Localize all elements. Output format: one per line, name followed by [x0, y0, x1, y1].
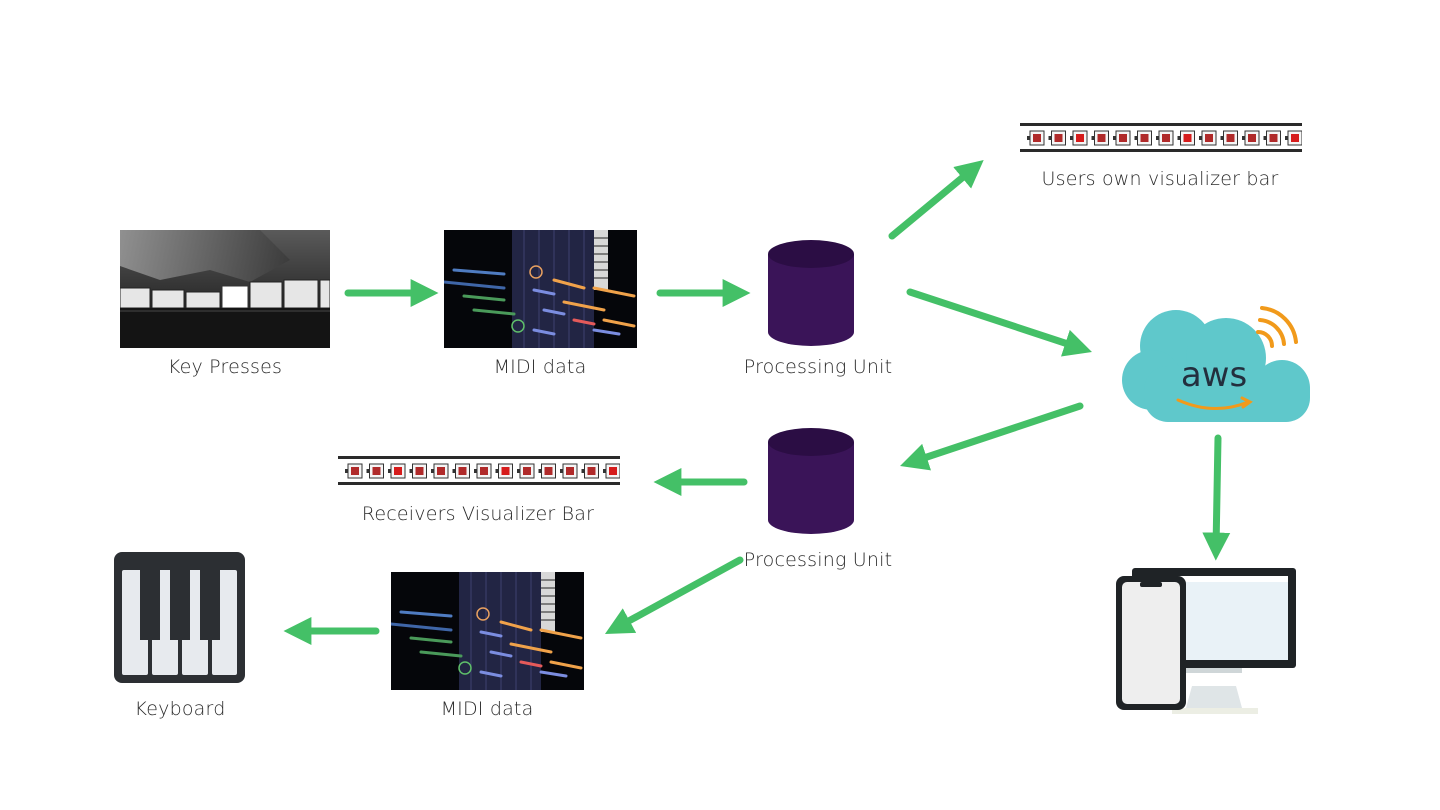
- led-pad: [452, 469, 456, 473]
- key-presses-label: Key Presses: [167, 356, 283, 378]
- led-pad: [1285, 136, 1288, 140]
- led-chip: [1097, 134, 1106, 142]
- key-presses-image: [120, 230, 330, 348]
- led-pad: [409, 469, 413, 473]
- led-pad: [1048, 136, 1052, 140]
- led-chip: [372, 467, 381, 475]
- database-icon: [768, 240, 854, 346]
- led-chip: [544, 467, 553, 475]
- arrow-processing-to-users-bar: [888, 159, 984, 240]
- led-pad: [1263, 136, 1267, 140]
- led-chip: [394, 467, 402, 475]
- arrow-aws-to-processing: [900, 402, 1084, 471]
- led-pad: [1199, 136, 1202, 140]
- arrow-aws-to-devices: [1202, 434, 1231, 561]
- midi-data-image-bottom: [391, 572, 584, 690]
- users-bar-label: Users own visualizer bar: [1041, 168, 1279, 190]
- led-chip: [351, 467, 359, 475]
- led-pad: [366, 469, 370, 473]
- led-chip: [1162, 134, 1170, 142]
- led-pad: [517, 469, 520, 473]
- led-chip: [1033, 134, 1041, 142]
- processing-unit-label-bottom: Processing Unit: [743, 549, 893, 571]
- keyboard-label: Keyboard: [134, 698, 226, 720]
- led-chip: [437, 467, 445, 475]
- led-chip: [501, 467, 510, 475]
- led-chip: [1269, 134, 1278, 142]
- led-pad: [581, 469, 585, 473]
- database-icon: [768, 428, 854, 534]
- led-chip: [566, 467, 574, 475]
- processing-unit-label-top: Processing Unit: [743, 356, 893, 378]
- led-chip: [480, 467, 488, 475]
- led-chip: [587, 467, 596, 475]
- led-pad: [1134, 136, 1138, 140]
- arrow-processing-to-midi-bottom: [604, 556, 744, 635]
- led-pad: [538, 469, 542, 473]
- aws-logo-text: aws: [1181, 355, 1247, 395]
- aws-cloud-icon: aws: [1122, 306, 1312, 424]
- led-pad: [560, 469, 563, 473]
- phone-monitor-icon: [1116, 566, 1298, 716]
- led-chip: [1183, 134, 1192, 142]
- arrow-processing-to-aws: [906, 288, 1092, 357]
- led-pad: [1070, 136, 1073, 140]
- led-pad: [431, 469, 434, 473]
- led-chip: [1119, 134, 1127, 142]
- led-strip-users: [1020, 123, 1302, 152]
- led-chip: [1226, 134, 1235, 142]
- piano-keyboard-icon: [114, 552, 245, 683]
- midi-data-image-top: [444, 230, 637, 348]
- led-chip: [1076, 134, 1084, 142]
- led-pad: [1242, 136, 1245, 140]
- led-pad: [474, 469, 477, 473]
- led-chip: [458, 467, 467, 475]
- led-chip: [1248, 134, 1256, 142]
- led-chip: [1140, 134, 1149, 142]
- midi-data-label-top: MIDI data: [493, 356, 587, 378]
- led-pad: [388, 469, 391, 473]
- led-pad: [1027, 136, 1030, 140]
- led-chip: [1054, 134, 1063, 142]
- receivers-bar-label: Receivers Visualizer Bar: [361, 503, 595, 525]
- led-pad: [345, 469, 348, 473]
- led-pad: [1220, 136, 1224, 140]
- led-strip-receivers: [338, 456, 620, 485]
- led-pad: [1091, 136, 1095, 140]
- led-chip: [1291, 134, 1299, 142]
- led-chip: [415, 467, 424, 475]
- led-pad: [1177, 136, 1181, 140]
- led-chip: [1205, 134, 1213, 142]
- led-pad: [1156, 136, 1159, 140]
- led-chip: [609, 467, 617, 475]
- led-pad: [603, 469, 606, 473]
- receivers-visualizer-bar: [338, 454, 620, 488]
- midi-data-label-bottom: MIDI data: [440, 698, 534, 720]
- led-pad: [495, 469, 499, 473]
- led-pad: [1113, 136, 1116, 140]
- led-chip: [523, 467, 531, 475]
- users-visualizer-bar: [1020, 121, 1302, 155]
